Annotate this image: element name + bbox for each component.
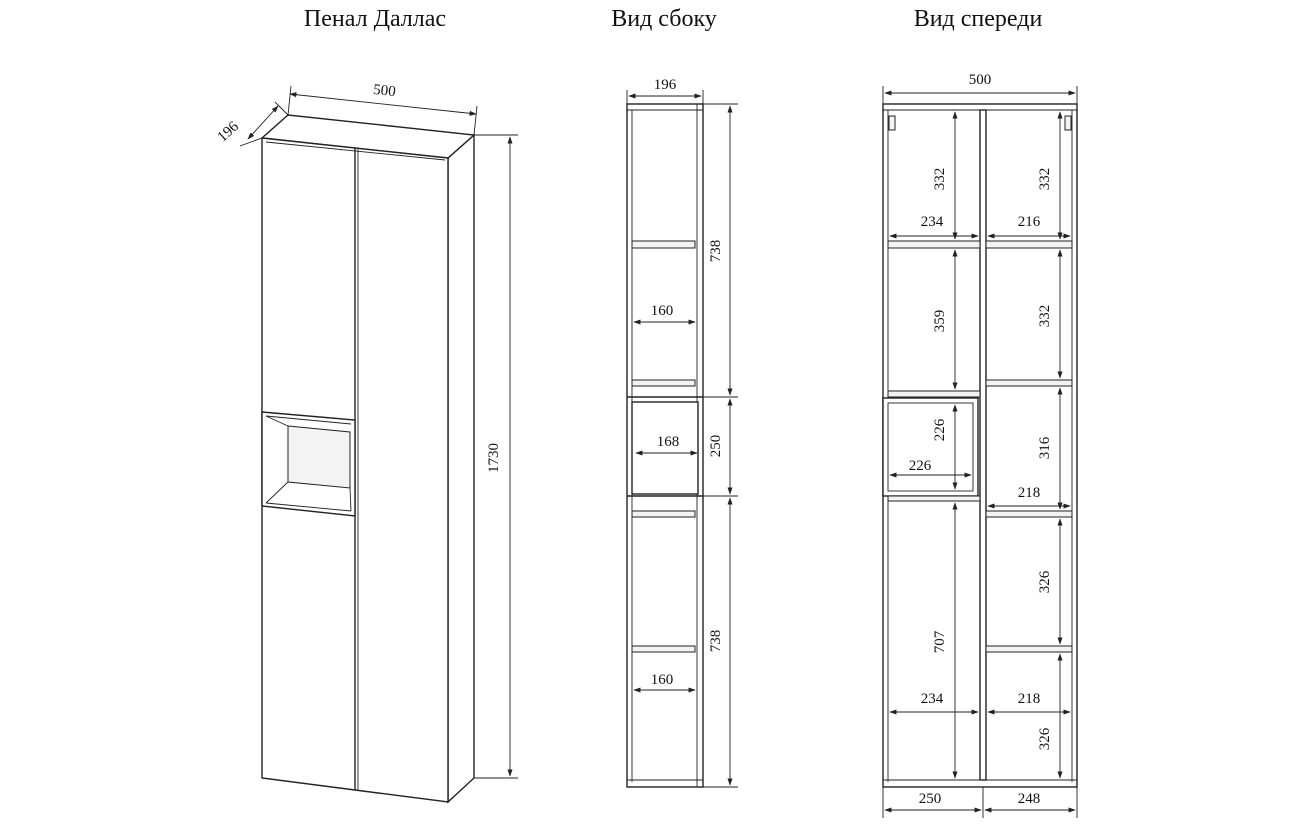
side-lower-height-label: 738 (708, 630, 724, 653)
front-right-upper-h-label: 332 (1037, 168, 1053, 191)
front-right-shelf-2 (985, 379, 1073, 387)
iso-width-dim-line (289, 92, 477, 116)
iso-width-label: 500 (372, 82, 396, 100)
front-left-mid-h-label: 359 (932, 310, 948, 333)
front-left-lower-w-label: 234 (921, 691, 944, 707)
title-iso: Пенал Даллас (304, 6, 446, 32)
front-left-shelf-3 (887, 495, 981, 502)
front-right-mid-h-label: 332 (1037, 305, 1053, 328)
iso-niche-edge-br (349, 487, 352, 512)
iso-niche-edge-bot (265, 502, 352, 512)
iso-niche-back (287, 425, 351, 489)
side-shelf-1 (631, 240, 696, 249)
front-right-shelf-3 (985, 510, 1073, 518)
front-hinge-right (1064, 115, 1072, 131)
front-niche-w-label: 226 (909, 458, 932, 474)
front-left-shelf-1 (887, 240, 981, 249)
front-right-shelf-1 (985, 240, 1073, 249)
front-right-upper-w-label: 216 (1018, 214, 1041, 230)
side-view: 196 738 250 738 160 168 160 (626, 77, 738, 788)
front-left-lower-h-label: 707 (932, 630, 948, 653)
iso-depth-ext-top (274, 101, 289, 116)
title-front: Вид спереди (914, 6, 1043, 32)
iso-width-ext-right (473, 105, 478, 136)
side-shelf-4 (631, 645, 696, 653)
iso-depth-ext-bot (239, 137, 263, 147)
iso-top-edge (265, 141, 446, 161)
iso-niche-edge-bl (265, 481, 289, 504)
side-middle-height-label: 250 (708, 435, 724, 458)
side-upper-depth-label: 160 (651, 303, 674, 319)
front-right-fifth-w-label: 218 (1018, 691, 1041, 707)
side-niche-depth-label: 168 (657, 434, 680, 450)
front-right-fourth-h-label: 326 (1037, 570, 1053, 593)
side-upper-height-label: 738 (708, 240, 724, 263)
iso-side-panel (447, 133, 475, 804)
iso-niche-edge-tl (265, 415, 289, 427)
side-depth-label: 196 (654, 77, 677, 93)
side-shelf-3 (631, 510, 696, 518)
iso-depth-label: 196 (215, 118, 243, 145)
front-left-upper-w-label: 234 (921, 214, 944, 230)
side-outer-frame (626, 103, 704, 788)
front-hinge-left (888, 115, 896, 131)
front-right-fifth-h-label: 326 (1037, 727, 1053, 750)
front-view: 500 332 234 332 216 359 332 226 226 316 … (882, 72, 1078, 818)
iso-niche-edge-top (265, 415, 352, 425)
front-bottom-right-label: 248 (1018, 791, 1041, 807)
iso-width-ext-left (287, 85, 292, 116)
front-left-shelf-2 (887, 390, 981, 398)
front-right-third-w-label: 218 (1018, 485, 1041, 501)
front-right-shelf-4 (985, 645, 1073, 653)
side-shelf-2 (631, 379, 696, 387)
front-bottom-left-label: 250 (919, 791, 942, 807)
iso-view: 500 196 1730 (215, 82, 518, 804)
front-niche-h-label: 226 (932, 418, 948, 441)
iso-height-label: 1730 (486, 443, 502, 473)
front-right-third-h-label: 316 (1037, 436, 1053, 459)
front-niche-box (882, 397, 979, 497)
front-niche-inner (887, 402, 974, 492)
side-lower-depth-label: 160 (651, 672, 674, 688)
front-left-upper-h-label: 332 (932, 168, 948, 191)
iso-depth-dim-line (247, 105, 279, 140)
front-total-width-label: 500 (969, 72, 992, 88)
title-side: Вид сбоку (611, 6, 717, 32)
side-niche-box (631, 401, 699, 495)
front-center-partition (979, 109, 987, 781)
